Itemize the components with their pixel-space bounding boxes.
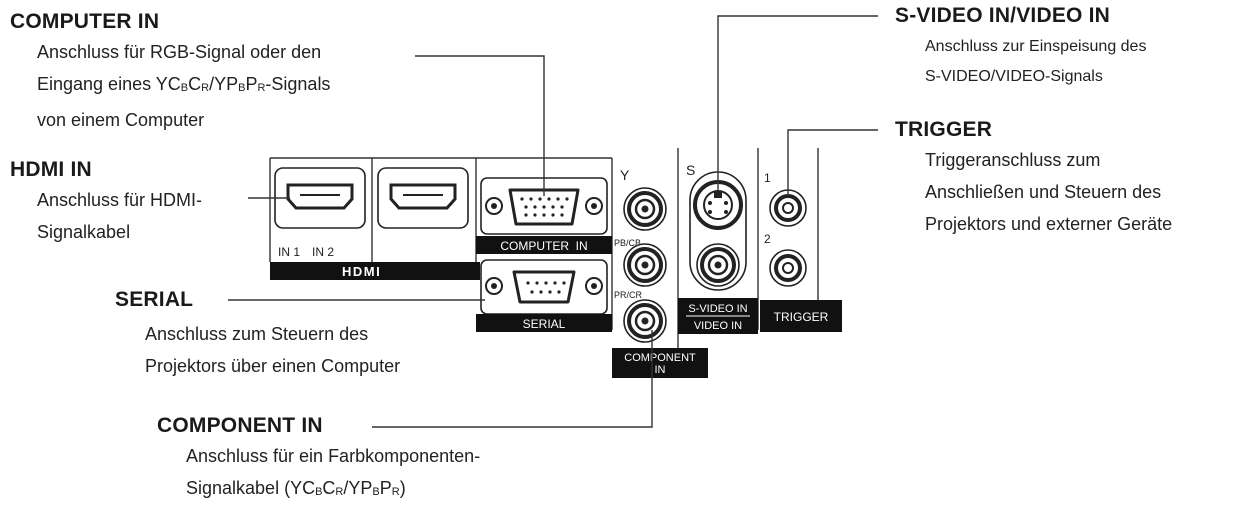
component-panel-label-1: COMPONENT — [624, 352, 696, 364]
serial-port — [480, 259, 608, 315]
trigger-line-3: Projektors und externer Geräte — [925, 214, 1173, 234]
trigger-leader — [787, 129, 878, 196]
hdmi-in-title: HDMI IN — [10, 158, 92, 181]
trigger-2-label: 2 — [764, 232, 771, 246]
trigger-label-bar — [760, 300, 842, 332]
component-pr-jack — [622, 298, 668, 344]
hdmi-in-desc: Anschluss für HDMI- Signalkabel — [37, 184, 202, 248]
component-in-line-1: Anschluss für ein Farbkomponenten- — [186, 446, 481, 466]
hdmi-in-line-1: Anschluss für HDMI- — [37, 190, 203, 210]
svideo-in-line-2: S-VIDEO/VIDEO-Signals — [925, 68, 1103, 85]
component-pb-label: PB/CB — [614, 238, 641, 248]
svideo-in-desc: Anschluss zur Einspeisung des S-VIDEO/VI… — [925, 32, 1146, 92]
hdmi-port-2 — [377, 167, 469, 229]
component-label-bar — [612, 348, 708, 378]
component-panel-label-2: IN — [655, 364, 666, 376]
trigger-line-1: Triggeranschluss zum — [925, 150, 1101, 170]
component-y-label: Y — [620, 167, 630, 183]
component-in-desc: Anschluss für ein Farbkomponenten- Signa… — [186, 440, 480, 508]
computer-in-line-3: von einem Computer — [37, 110, 205, 130]
component-in-leader — [372, 330, 653, 428]
serial-title: SERIAL — [115, 288, 194, 311]
computer-in-desc: Anschluss für RGB-Signal oder den Eingan… — [37, 36, 330, 136]
component-pr-label: PR/CR — [614, 290, 643, 300]
computer-in-port — [480, 177, 608, 235]
svideo-panel-label-2: VIDEO IN — [694, 320, 742, 332]
hdmi-in1-label: IN 1 — [278, 245, 300, 259]
svideo-in-line-1: Anschluss zur Einspeisung des — [925, 38, 1147, 55]
serial-line-2: Projektors über einen Computer — [145, 356, 401, 376]
svideo-s-label: S — [686, 162, 695, 178]
leader-lines — [228, 15, 878, 428]
serial-desc: Anschluss zum Steuern des Projektors übe… — [145, 318, 400, 382]
trigger-desc: Triggeranschluss zum Anschließen und Ste… — [925, 144, 1172, 240]
hdmi-label-bar — [270, 262, 480, 280]
svideo-in-title: S-VIDEO IN/VIDEO IN — [895, 4, 1110, 27]
video-jack — [695, 242, 741, 288]
trigger-line-2: Anschließen und Steuern des — [925, 182, 1162, 202]
computer-in-line-2: Eingang eines YCBCR/YPBPR-Signals — [37, 74, 331, 94]
component-in-title: COMPONENT IN — [157, 414, 323, 437]
svideo-in-leader — [717, 15, 878, 190]
hdmi-in-line-2: Signalkabel — [37, 222, 131, 242]
serial-line-1: Anschluss zum Steuern des — [145, 324, 369, 344]
computer-in-label-bar — [476, 236, 612, 254]
hdmi-in2-label: IN 2 — [312, 245, 334, 259]
component-in-line-2: Signalkabel (YCBCR/YPBPR) — [186, 478, 406, 498]
svideo-panel-label-1: S-VIDEO IN — [688, 303, 747, 315]
trigger-1-label: 1 — [764, 171, 771, 185]
serial-label-bar — [476, 314, 612, 332]
hdmi-port-1 — [274, 167, 366, 229]
computer-in-panel-label: COMPUTER IN — [500, 239, 587, 253]
trigger-jack-2 — [769, 249, 807, 287]
computer-in-line-1: Anschluss für RGB-Signal oder den — [37, 42, 322, 62]
trigger-panel-label: TRIGGER — [774, 310, 829, 324]
component-y-jack — [622, 186, 668, 232]
component-pb-jack — [622, 242, 668, 288]
computer-in-title: COMPUTER IN — [10, 10, 160, 33]
computer-in-leader — [415, 55, 545, 196]
trigger-title: TRIGGER — [895, 118, 993, 141]
serial-panel-label: SERIAL — [523, 317, 566, 331]
hdmi-logo: HDMI — [342, 264, 381, 279]
